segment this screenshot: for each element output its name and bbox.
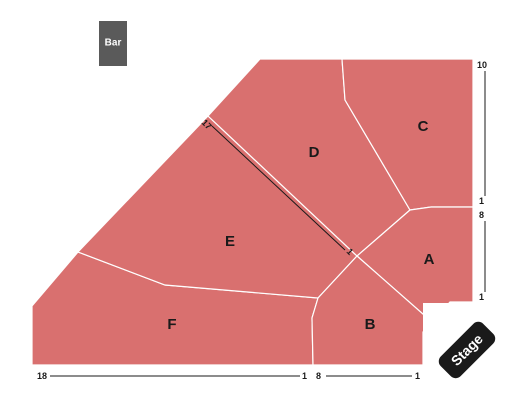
row-e-bottom: 1 [345,246,356,257]
bar-box [99,21,127,66]
row-c-top: 10 [477,60,487,70]
section-a-label: A [424,251,435,268]
section-c-label: C [418,118,429,135]
row-f-left: 18 [37,371,47,381]
row-line-e [211,125,346,251]
section-b-label: B [365,316,376,333]
row-b-left: 8 [316,371,321,381]
section-d-label: D [309,144,320,161]
row-a-bottom: 1 [479,292,484,302]
row-b-right: 1 [415,371,420,381]
section-f-label: F [167,316,176,333]
row-a-top: 8 [479,210,484,220]
row-f-right: 1 [302,371,307,381]
section-e-label: E [225,233,235,250]
row-c-bottom: 1 [479,196,484,206]
bar-label: Bar [105,38,122,49]
